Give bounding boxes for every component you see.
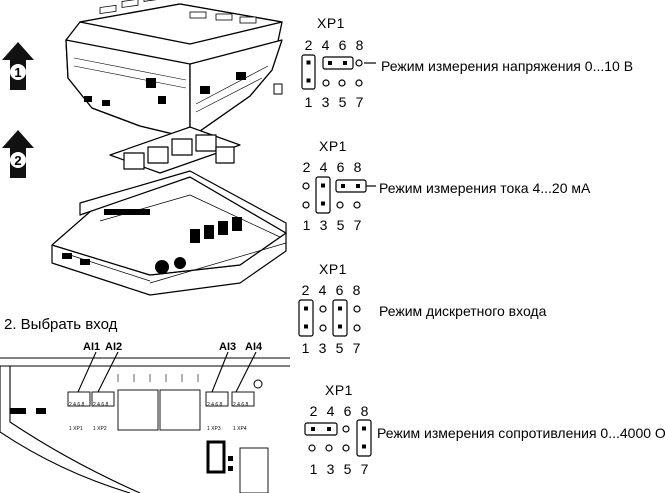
device-housing-illustration <box>65 0 283 139</box>
jumper-header: XP1 <box>325 382 353 398</box>
board-illustration <box>51 126 287 296</box>
channel-label-ai3: AI3 <box>219 341 237 353</box>
mode-label-voltage: Режим измерения напряжения 0...10 В <box>381 58 634 74</box>
xp4-label: 1 XP4 <box>233 426 247 432</box>
channel-label-ai2: AI2 <box>105 341 123 353</box>
jumper-header: XP1 <box>317 15 345 31</box>
jumper-diagram-resistance <box>304 419 372 457</box>
board-detail-illustration: 2 4 6 8 2 4 6 8 2 4 6 8 2 4 6 8 1 XP1 1 … <box>0 352 290 493</box>
xp3-label: 1 XP3 <box>207 426 221 432</box>
jumper-diagram-voltage <box>301 54 376 90</box>
jumper-diagram-current <box>302 176 376 214</box>
mode-label-current: Режим измерения тока 4...20 мА <box>379 180 591 196</box>
channel-label-ai4: AI4 <box>245 341 263 353</box>
mode-label-resistance: Режим измерения сопротивления 0...4000 О… <box>377 425 665 441</box>
xp4-pins: 2 4 6 8 <box>233 402 249 408</box>
mode-label-discrete: Режим дискретного входа <box>379 303 547 319</box>
arrow-number: 2 <box>14 153 21 168</box>
arrow-up-2-icon: 2 <box>2 130 34 178</box>
xp2-label: 1 XP2 <box>93 426 107 432</box>
arrow-number: 1 <box>14 65 21 80</box>
jumper-header: XP1 <box>319 261 347 277</box>
arrow-up-1-icon: 1 <box>2 42 34 90</box>
xp1-pins: 2 4 6 8 <box>69 402 85 408</box>
jumper-diagram-discrete <box>298 299 361 337</box>
xp1-label: 1 XP1 <box>69 426 83 432</box>
jumper-header: XP1 <box>319 138 347 154</box>
xp2-pins: 2 4 6 8 <box>93 402 109 408</box>
channel-label-ai1: AI1 <box>83 341 101 353</box>
step-title: 2. Выбрать вход <box>4 316 118 333</box>
xp3-pins: 2 4 6 8 <box>207 402 223 408</box>
